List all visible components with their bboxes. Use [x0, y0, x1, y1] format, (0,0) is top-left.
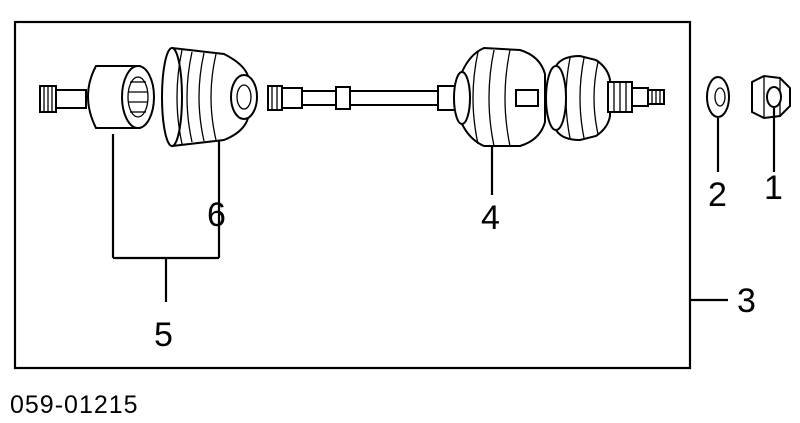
callout-1: 1	[764, 169, 783, 207]
center-shaft	[267, 85, 457, 111]
inner-stub-shaft	[39, 85, 87, 113]
inner-boot	[161, 46, 258, 148]
drive-shaft-illustration	[39, 46, 665, 148]
part-code: 059-01215	[10, 391, 139, 419]
washer	[706, 76, 730, 118]
outer-boot	[453, 46, 546, 147]
callout-5: 5	[154, 316, 173, 354]
callout-3: 3	[737, 282, 756, 320]
callout-6: 6	[207, 196, 226, 234]
callout-2: 2	[708, 176, 727, 214]
leader-lines	[111, 108, 776, 302]
hex-nut	[751, 74, 791, 120]
inner-joint-housing	[87, 65, 155, 129]
outer-joint-housing	[545, 54, 611, 142]
assembly-frame	[13, 20, 692, 370]
outer-stub-shaft	[607, 81, 665, 113]
callout-4: 4	[481, 199, 500, 237]
